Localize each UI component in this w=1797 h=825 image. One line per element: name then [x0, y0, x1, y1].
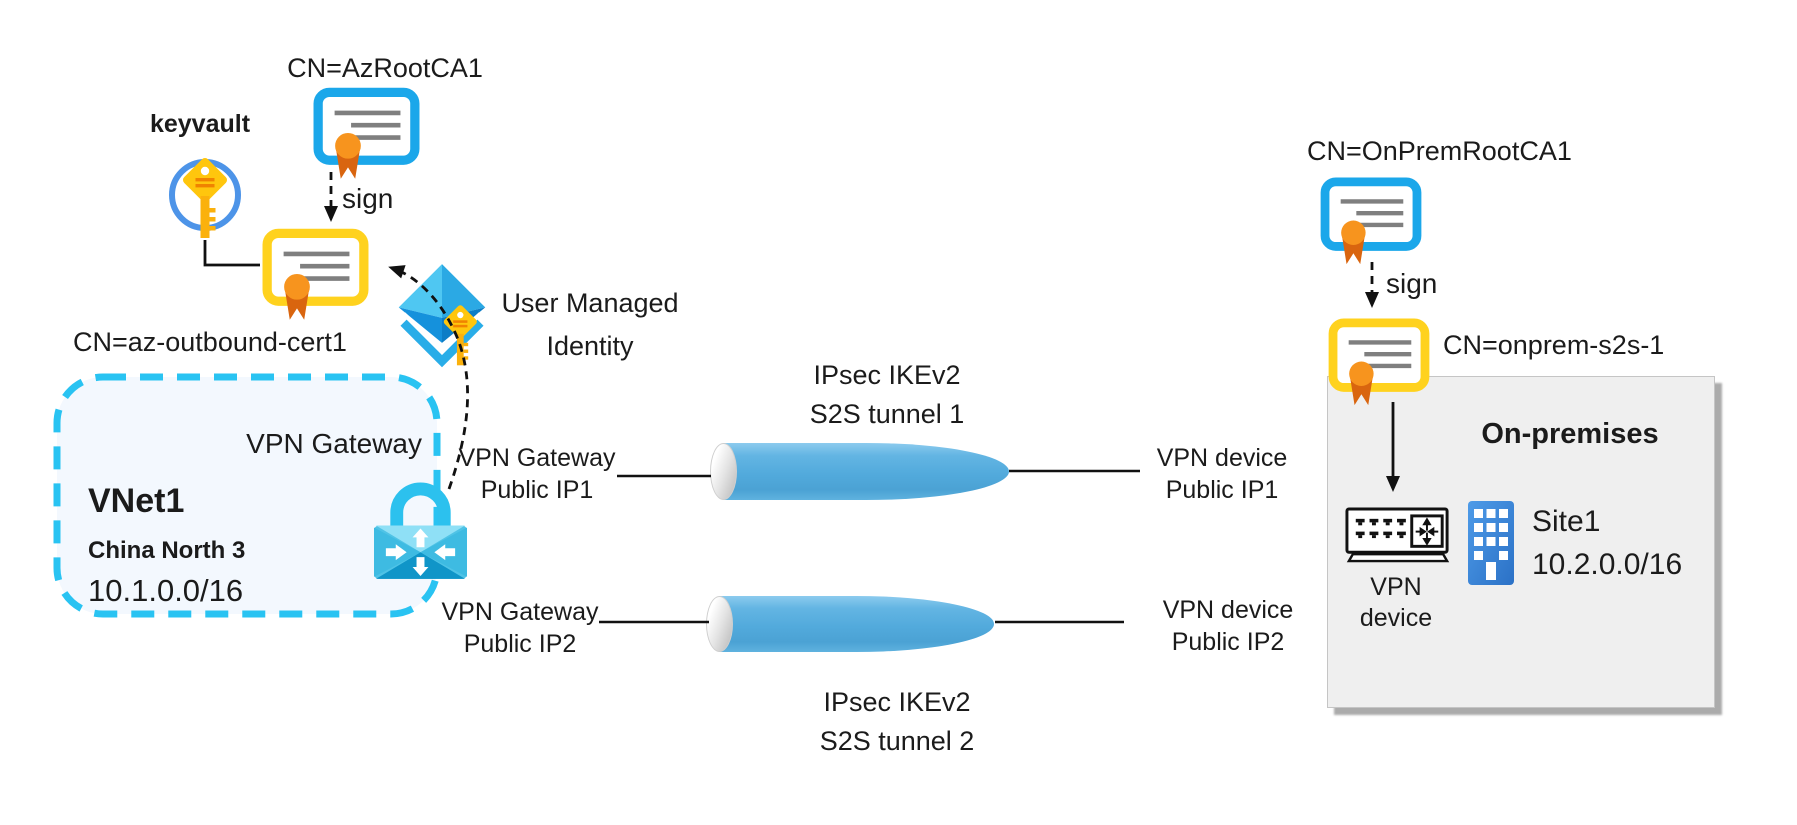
tunnel2-left-endpoint-label: VPN Gateway Public IP2: [420, 596, 620, 660]
umi-label-line1: User Managed: [501, 288, 679, 318]
onprem-cert-label: CN=onprem-s2s-1: [1443, 330, 1665, 360]
tunnel2-title-line2: S2S tunnel 2: [819, 726, 975, 756]
vnet-box: [53, 373, 441, 618]
tunnel1-right-line1: VPN device: [1156, 444, 1288, 472]
user-managed-identity-label: User Managed Identity: [470, 282, 710, 368]
vnet-region: China North 3: [88, 537, 246, 564]
tunnel2-title: IPsec IKEv2 S2S tunnel 2: [777, 683, 1017, 761]
az-root-ca-certificate-icon: [313, 87, 420, 179]
tunnel2-right-line1: VPN device: [1162, 596, 1294, 624]
umi-label-line2: Identity: [546, 331, 634, 361]
tunnel1-right-line2: Public IP1: [1165, 476, 1279, 504]
tunnel1-title: IPsec IKEv2 S2S tunnel 1: [767, 356, 1007, 434]
tunnel1-right-endpoint-label: VPN device Public IP1: [1122, 442, 1322, 506]
keyvault-label: keyvault: [149, 110, 251, 138]
tunnel1-left-line2: Public IP1: [480, 476, 594, 504]
tunnel2-cap: [706, 596, 733, 652]
vpn-device-label: VPN device: [1336, 572, 1456, 634]
keyvault-key-icon: [169, 158, 241, 238]
on-premises-title: On-premises: [1481, 418, 1659, 450]
vpn-device-label-line1: VPN: [1370, 573, 1422, 601]
onprem-s2s-certificate-icon: [1328, 318, 1430, 406]
site-name: Site1: [1532, 505, 1601, 538]
onprem-root-ca-label: CN=OnPremRootCA1: [1307, 136, 1572, 166]
tunnel1-left-endpoint-label: VPN Gateway Public IP1: [437, 442, 637, 506]
tunnel1-title-line1: IPsec IKEv2: [813, 360, 961, 390]
az-outbound-certificate-icon: [262, 228, 369, 320]
tunnel1-title-line2: S2S tunnel 1: [809, 399, 965, 429]
az-sign-label: sign: [342, 183, 394, 214]
onprem-sign-label: sign: [1386, 268, 1438, 299]
vnet-cidr: 10.1.0.0/16: [88, 573, 244, 608]
s2s-tunnel1-pipe: [710, 443, 1009, 500]
site-cidr: 10.2.0.0/16: [1532, 548, 1683, 581]
az-outbound-cert-label: CN=az-outbound-cert1: [73, 327, 347, 357]
s2s-tunnel2-pipe: [706, 596, 994, 652]
vpn-device-label-line2: device: [1359, 604, 1433, 632]
tunnel2-left-line2: Public IP2: [463, 630, 577, 658]
tunnel1-left-line1: VPN Gateway: [458, 444, 616, 472]
tunnel1-body: [723, 443, 1009, 500]
tunnel2-body: [719, 596, 994, 652]
site-building-icon: [1468, 501, 1514, 585]
tunnel2-left-line1: VPN Gateway: [441, 598, 599, 626]
tunnel2-right-endpoint-label: VPN device Public IP2: [1128, 594, 1328, 658]
tunnel1-cap: [710, 443, 737, 500]
tunnel2-right-line2: Public IP2: [1171, 628, 1285, 656]
onprem-root-ca-certificate-icon: [1320, 177, 1422, 265]
az-root-ca-label: CN=AzRootCA1: [287, 53, 483, 83]
tunnel2-title-line1: IPsec IKEv2: [823, 687, 971, 717]
vpn-gateway-label: VPN Gateway: [246, 428, 422, 459]
vnet-name: VNet1: [88, 482, 185, 520]
vpn-device-icon: [1345, 507, 1450, 563]
